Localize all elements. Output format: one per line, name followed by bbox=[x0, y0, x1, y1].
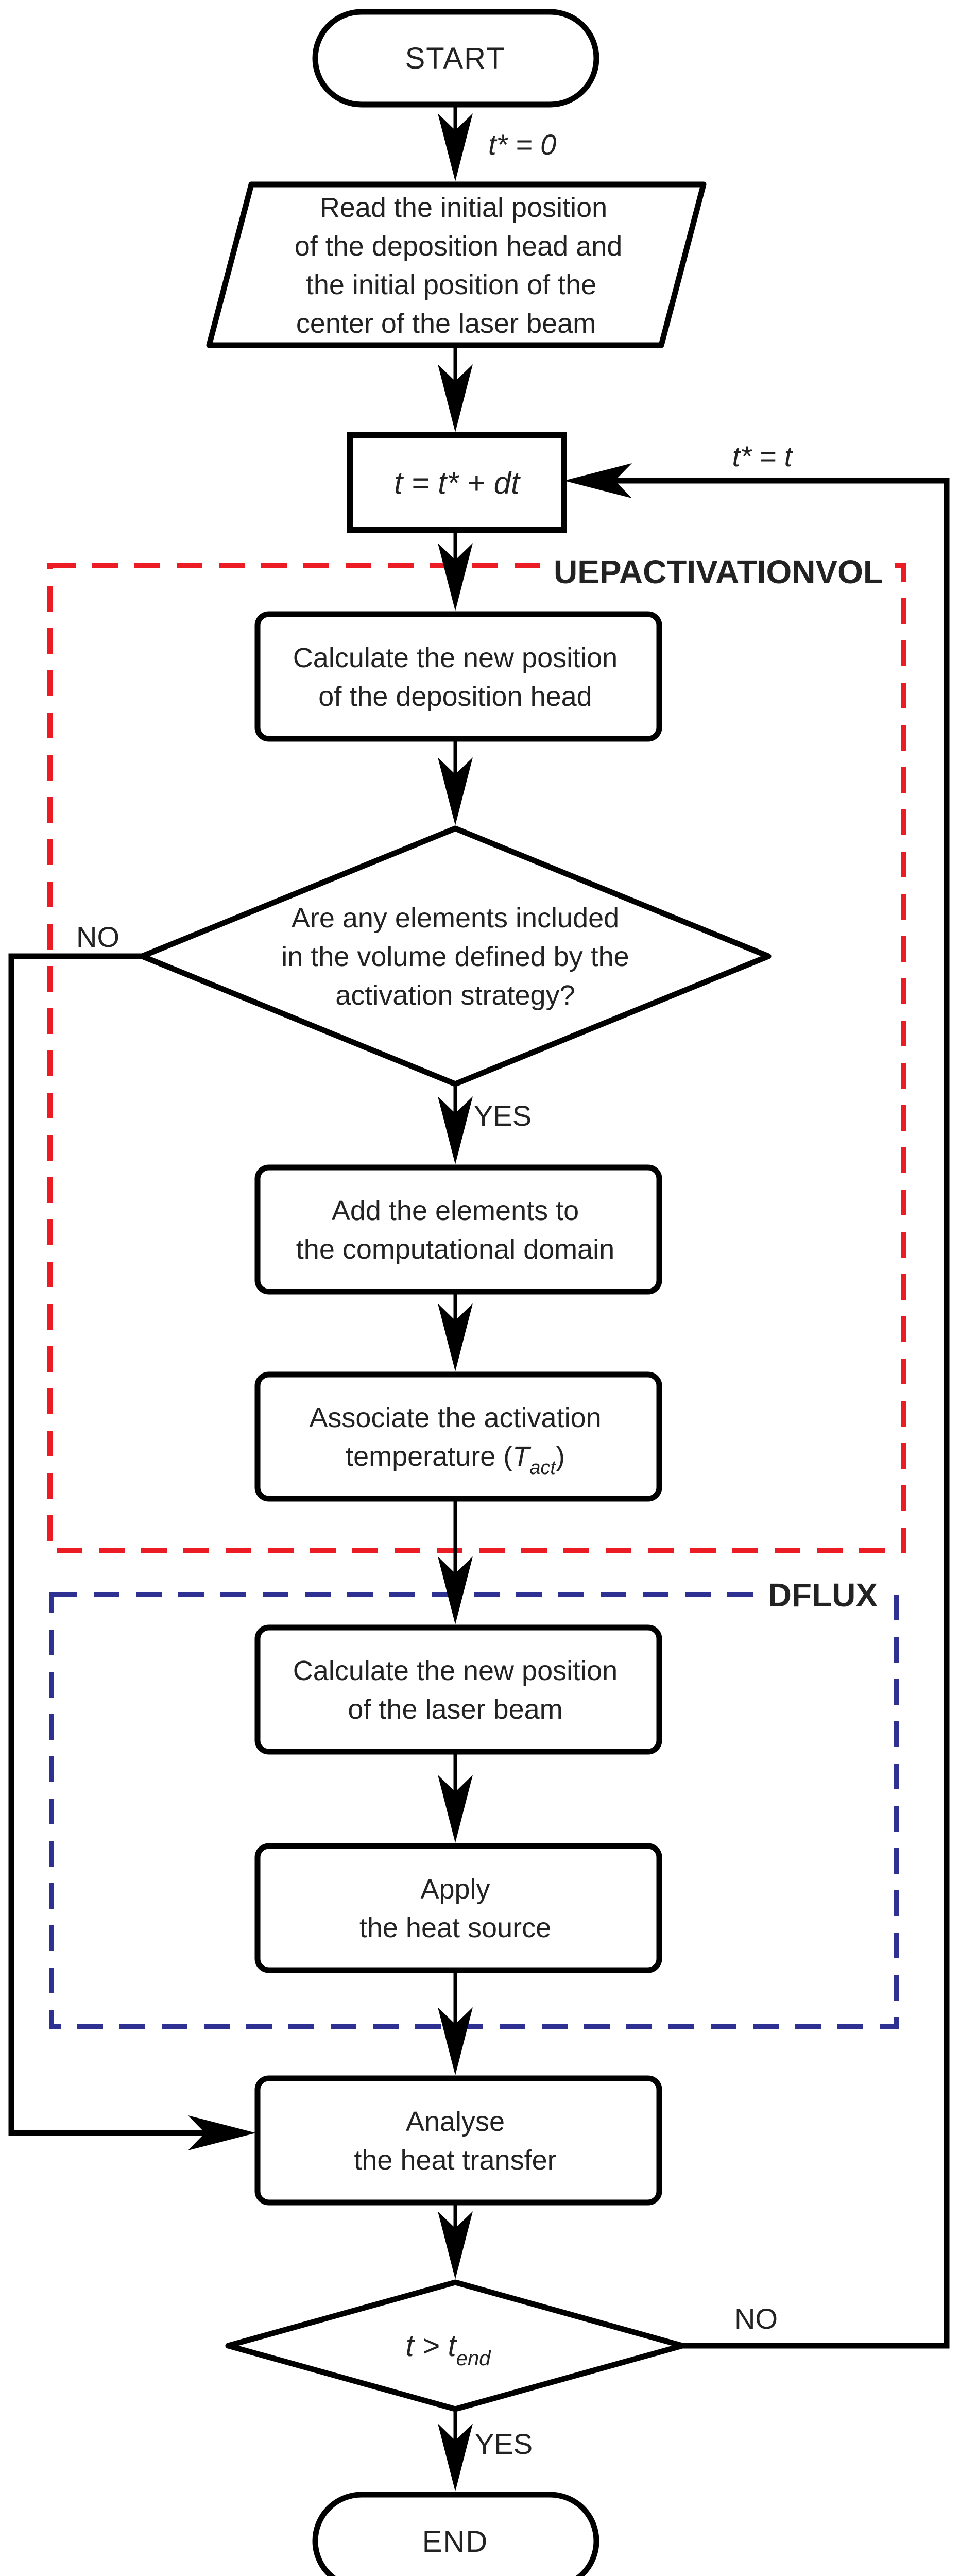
uepactivationvol-region bbox=[47, 563, 906, 1553]
feedback-arrowhead-icon bbox=[564, 463, 632, 498]
arrowhead-icon bbox=[438, 1775, 473, 1843]
elements-check-line: Are any elements included bbox=[292, 903, 619, 934]
read-line: Read the initial position bbox=[320, 192, 607, 223]
uepactivationvol-label: UEPACTIVATIONVOL bbox=[554, 553, 883, 590]
add-elements-line: the computational domain bbox=[296, 1234, 614, 1265]
calc-head-position-box bbox=[254, 611, 662, 742]
calc-laser-position-box bbox=[254, 1624, 662, 1755]
arrowhead-icon bbox=[438, 1556, 473, 1624]
yes1-label: YES bbox=[474, 1099, 532, 1132]
apply-heat-line: Apply bbox=[420, 1874, 490, 1905]
time-increment-formula: t = t* + dt bbox=[394, 466, 521, 500]
t-init-label: t* = 0 bbox=[488, 128, 556, 161]
start-label: START bbox=[405, 42, 506, 75]
dflux-label: DFLUX bbox=[768, 1577, 878, 1614]
associate-temp-line1: Associate the activation bbox=[309, 1402, 601, 1433]
uepactivationvol-label-mask bbox=[551, 550, 890, 592]
arrowhead-icon bbox=[438, 2211, 473, 2279]
end-time-check-diamond bbox=[225, 2279, 685, 2412]
calc-head-line: Calculate the new position bbox=[293, 642, 618, 673]
no2-label: NO bbox=[734, 2302, 778, 2335]
arrowhead-icon bbox=[438, 2007, 473, 2075]
elements-check-line: in the volume defined by the bbox=[281, 941, 629, 972]
apply-heat-source-box bbox=[254, 1843, 662, 1973]
arrowhead-icon bbox=[438, 1096, 473, 1164]
calc-laser-line: Calculate the new position bbox=[293, 1655, 618, 1686]
analyse-heat-transfer-box bbox=[254, 2075, 662, 2206]
no-feedback-rail bbox=[615, 478, 950, 2349]
end-label: END bbox=[422, 2525, 488, 2558]
time-increment-box bbox=[347, 432, 567, 533]
end-terminator bbox=[312, 2492, 599, 2576]
arrowhead-icon bbox=[438, 543, 473, 611]
arrowhead-icon bbox=[438, 1303, 473, 1371]
dflux-label-mask bbox=[762, 1573, 882, 1616]
associate-temp-line2: temperature (Tact) bbox=[346, 1441, 565, 1479]
no-bypass-rail bbox=[8, 953, 205, 2136]
add-elements-box bbox=[254, 1164, 662, 1295]
associate-temperature-box bbox=[254, 1371, 662, 1502]
end-check-formula: t > tend bbox=[405, 2329, 491, 2370]
read-line: center of the laser beam bbox=[296, 308, 596, 339]
read-input-parallelogram bbox=[206, 181, 707, 348]
elements-included-diamond bbox=[139, 825, 772, 1087]
calc-head-line: of the deposition head bbox=[318, 681, 592, 712]
analyse-line: the heat transfer bbox=[354, 2145, 556, 2176]
read-line: of the deposition head and bbox=[295, 231, 623, 262]
arrowhead-icon bbox=[438, 2424, 473, 2492]
dflux-region bbox=[49, 1592, 899, 2029]
add-elements-line: Add the elements to bbox=[332, 1195, 579, 1226]
elements-check-line: activation strategy? bbox=[335, 980, 575, 1011]
read-line: the initial position of the bbox=[306, 269, 596, 300]
yes2-label: YES bbox=[475, 2428, 533, 2460]
calc-laser-line: of the laser beam bbox=[348, 1694, 562, 1725]
analyse-line: Analyse bbox=[406, 2106, 505, 2137]
apply-heat-line: the heat source bbox=[359, 1912, 551, 1943]
no1-label: NO bbox=[76, 921, 119, 953]
arrowhead-icon bbox=[438, 113, 473, 181]
arrowhead-icon bbox=[438, 364, 473, 432]
arrowhead-icon bbox=[438, 757, 473, 825]
t-update-label: t* = t bbox=[732, 440, 794, 472]
bypass-arrowhead-icon bbox=[188, 2115, 256, 2150]
start-terminator bbox=[312, 9, 599, 108]
